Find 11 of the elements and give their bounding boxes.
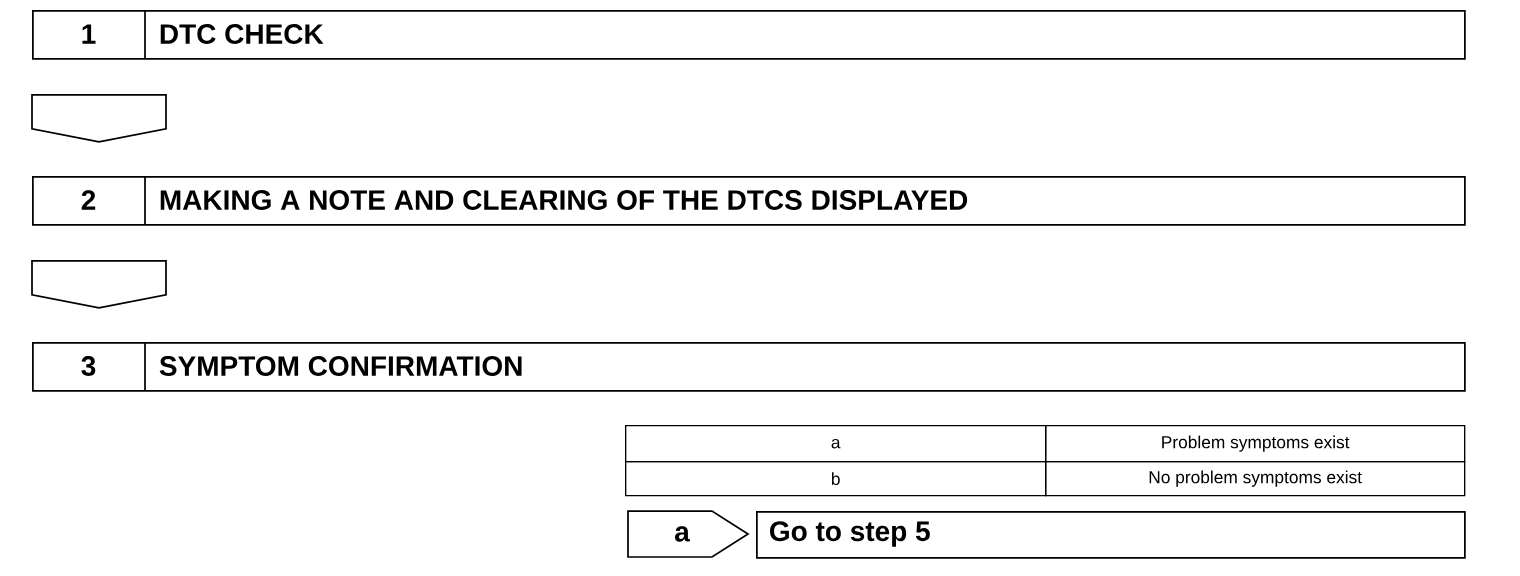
table-cell: Problem symptoms exist	[1045, 425, 1466, 463]
result-tab: a	[627, 510, 750, 558]
table-cell: a	[625, 425, 1047, 463]
table-cell: No problem symptoms exist	[1045, 461, 1466, 497]
action-box: Go to step 5	[756, 511, 1466, 559]
flow-arrow	[31, 94, 167, 143]
table-cell: b	[625, 461, 1047, 497]
step-box: 1 DTC CHECK	[32, 9, 1466, 60]
step-box: 3 SYMPTOM CONFIRMATION	[32, 341, 1466, 392]
step-box: 2 MAKING A NOTE AND CLEARING OF THE DTCS DISPLAYED	[32, 175, 1466, 226]
flow-arrow	[31, 260, 167, 309]
